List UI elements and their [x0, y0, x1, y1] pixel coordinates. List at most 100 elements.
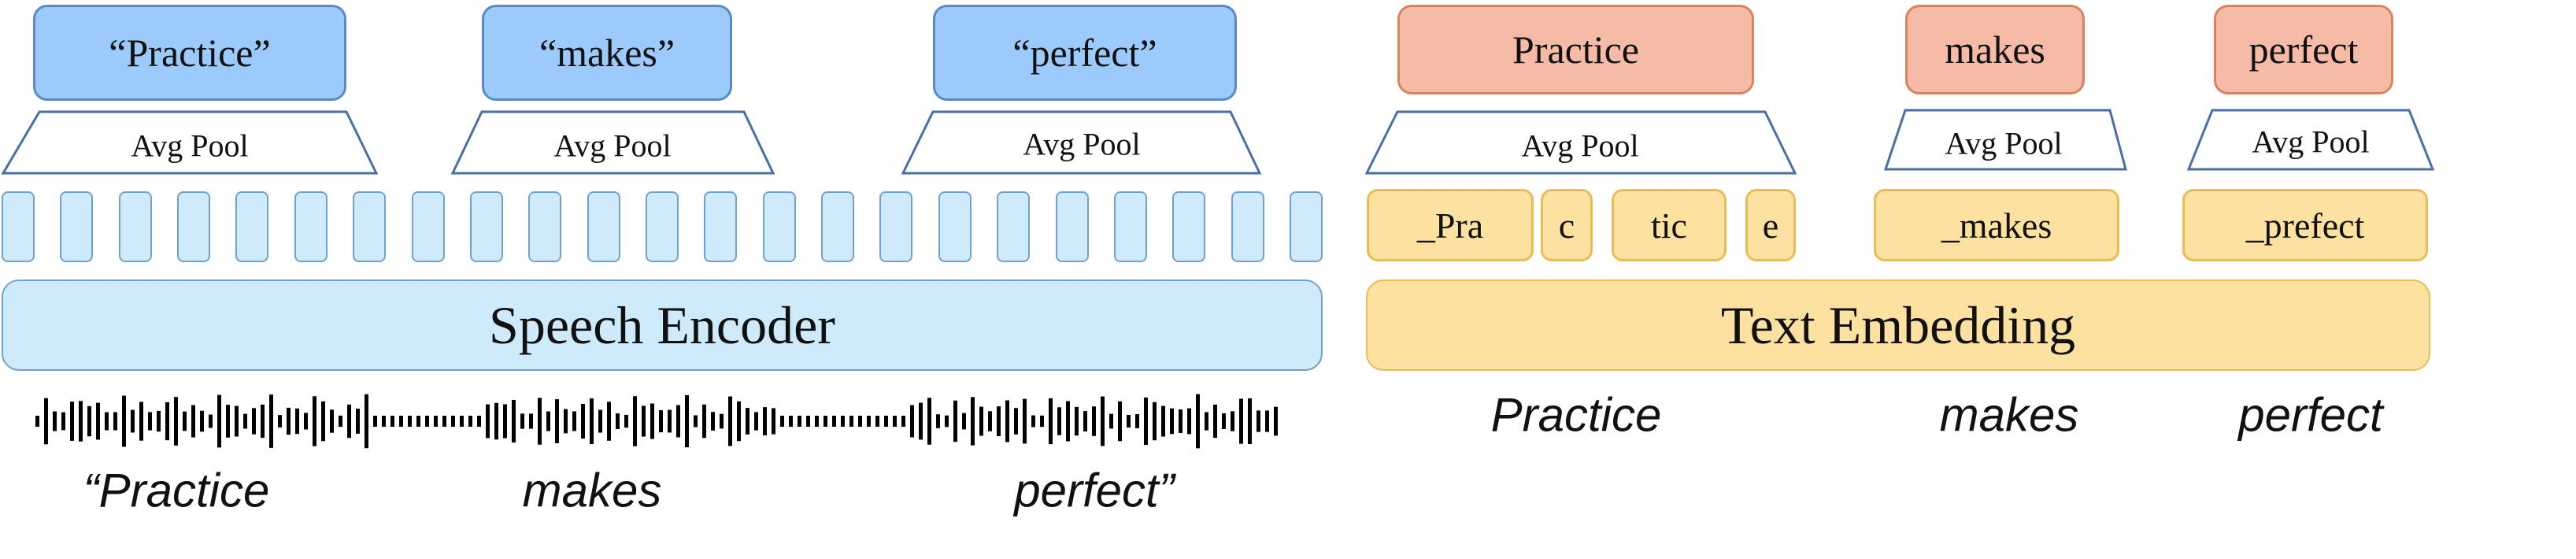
token-c: c [1541, 189, 1593, 261]
waveform-bar [321, 401, 325, 442]
waveform-bar [650, 403, 654, 439]
text-word-label: Practice [1512, 28, 1639, 72]
token-label: _makes [1941, 205, 2052, 246]
waveform-bar [278, 415, 282, 428]
waveform-bar [711, 412, 715, 431]
waveform-bar [997, 406, 1001, 436]
text-pool-label: Avg Pool [2252, 124, 2370, 160]
text-word: makes [1939, 388, 2079, 442]
waveform-bar [209, 414, 213, 428]
speech-encoder-label: Speech Encoder [489, 294, 835, 355]
waveform-bar [1109, 413, 1113, 429]
speech-word-label: “Practice” [109, 31, 271, 75]
text-word: perfect [2238, 388, 2383, 442]
waveform-bar [35, 416, 39, 427]
waveform-bar [339, 415, 342, 428]
waveform-bar [44, 398, 48, 445]
waveform-bar [304, 413, 308, 430]
waveform-bar [1265, 410, 1269, 432]
speech-transcript-word: “Practice [83, 464, 270, 517]
waveform-bar [451, 416, 455, 427]
waveform-bar [590, 398, 594, 445]
waveform-bar [546, 411, 550, 431]
waveform-bar [217, 394, 221, 448]
token-tic: tic [1612, 189, 1727, 261]
waveform-bar [131, 409, 135, 433]
waveform-bar [962, 413, 966, 430]
waveform-bar [79, 401, 83, 442]
speech-waveform [35, 394, 1278, 449]
waveform-bar [824, 416, 827, 427]
waveform-bar [1161, 405, 1165, 437]
waveform-bar [113, 412, 117, 431]
waveform-bar [61, 412, 65, 431]
waveform-bar [806, 416, 810, 427]
token-label: _Pra [1416, 205, 1484, 246]
waveform-bar [261, 404, 265, 439]
speech-frame [587, 191, 620, 262]
speech-frame [2, 191, 35, 262]
token-label: tic [1651, 205, 1687, 246]
waveform-bar [901, 416, 905, 427]
waveform-bar [1257, 410, 1260, 432]
speech-frame [60, 191, 94, 262]
waveform-bar [581, 403, 585, 439]
waveform-bar [538, 398, 542, 445]
waveform-bar [763, 407, 767, 435]
waveform-bar [737, 401, 741, 442]
waveform-bar [1092, 406, 1096, 436]
waveform-bar [1205, 412, 1208, 431]
waveform-bar [720, 413, 724, 429]
waveform-bar [1179, 409, 1183, 434]
waveform-bar [772, 408, 775, 435]
waveform-bar [416, 416, 420, 427]
token-label: _prefect [2245, 205, 2365, 246]
speech-frame [177, 191, 211, 262]
speech-frame [879, 191, 913, 262]
text-pool-trapezoid-3 [2186, 109, 2435, 171]
waveform-bar [633, 396, 637, 446]
waveform-bar [139, 402, 143, 441]
waveform-bar [728, 396, 732, 446]
waveform-bar [564, 409, 568, 434]
text-word-box-makes: makes [1905, 5, 2085, 94]
waveform-bar [1274, 406, 1278, 436]
speech-transcript-word: makes [522, 464, 662, 517]
text-pool-trapezoid-1 [1364, 110, 1797, 175]
waveform-bar [365, 394, 368, 449]
speech-frame [353, 191, 387, 262]
waveform-bar [183, 411, 187, 431]
text-embedding: Text Embedding [1366, 280, 2430, 371]
waveform-bar [434, 416, 438, 427]
text-pool-label: Avg Pool [1945, 125, 2063, 161]
waveform-bar [96, 402, 100, 440]
speech-frame [235, 191, 269, 262]
waveform-bar [529, 413, 533, 429]
waveform-bar [269, 394, 273, 448]
waveform-bar [668, 409, 672, 433]
waveform-bar [1118, 401, 1122, 442]
waveform-bar [1049, 398, 1053, 445]
waveform-bar [477, 416, 481, 427]
waveform-bar [1248, 398, 1252, 445]
waveform-bar [1144, 397, 1148, 446]
waveform-bar [468, 416, 472, 427]
speech-word-label: “perfect” [1012, 31, 1157, 75]
speech-frame [997, 191, 1031, 262]
waveform-bar [1083, 411, 1087, 431]
waveform-bar [1057, 407, 1061, 435]
waveform-bar [390, 416, 394, 427]
text-word: Practice [1490, 388, 1662, 442]
waveform-bar [1196, 394, 1200, 449]
waveform-bar [1231, 411, 1234, 431]
waveform-bar [875, 416, 879, 427]
waveform-bar [884, 416, 888, 427]
speech-pool-label: Avg Pool [1023, 126, 1141, 162]
waveform-bar [53, 411, 57, 431]
waveform-bar [616, 413, 620, 429]
speech-frame [1231, 191, 1264, 262]
waveform-bar [330, 409, 334, 433]
waveform-bar [555, 399, 559, 443]
waveform-bar [659, 409, 663, 433]
